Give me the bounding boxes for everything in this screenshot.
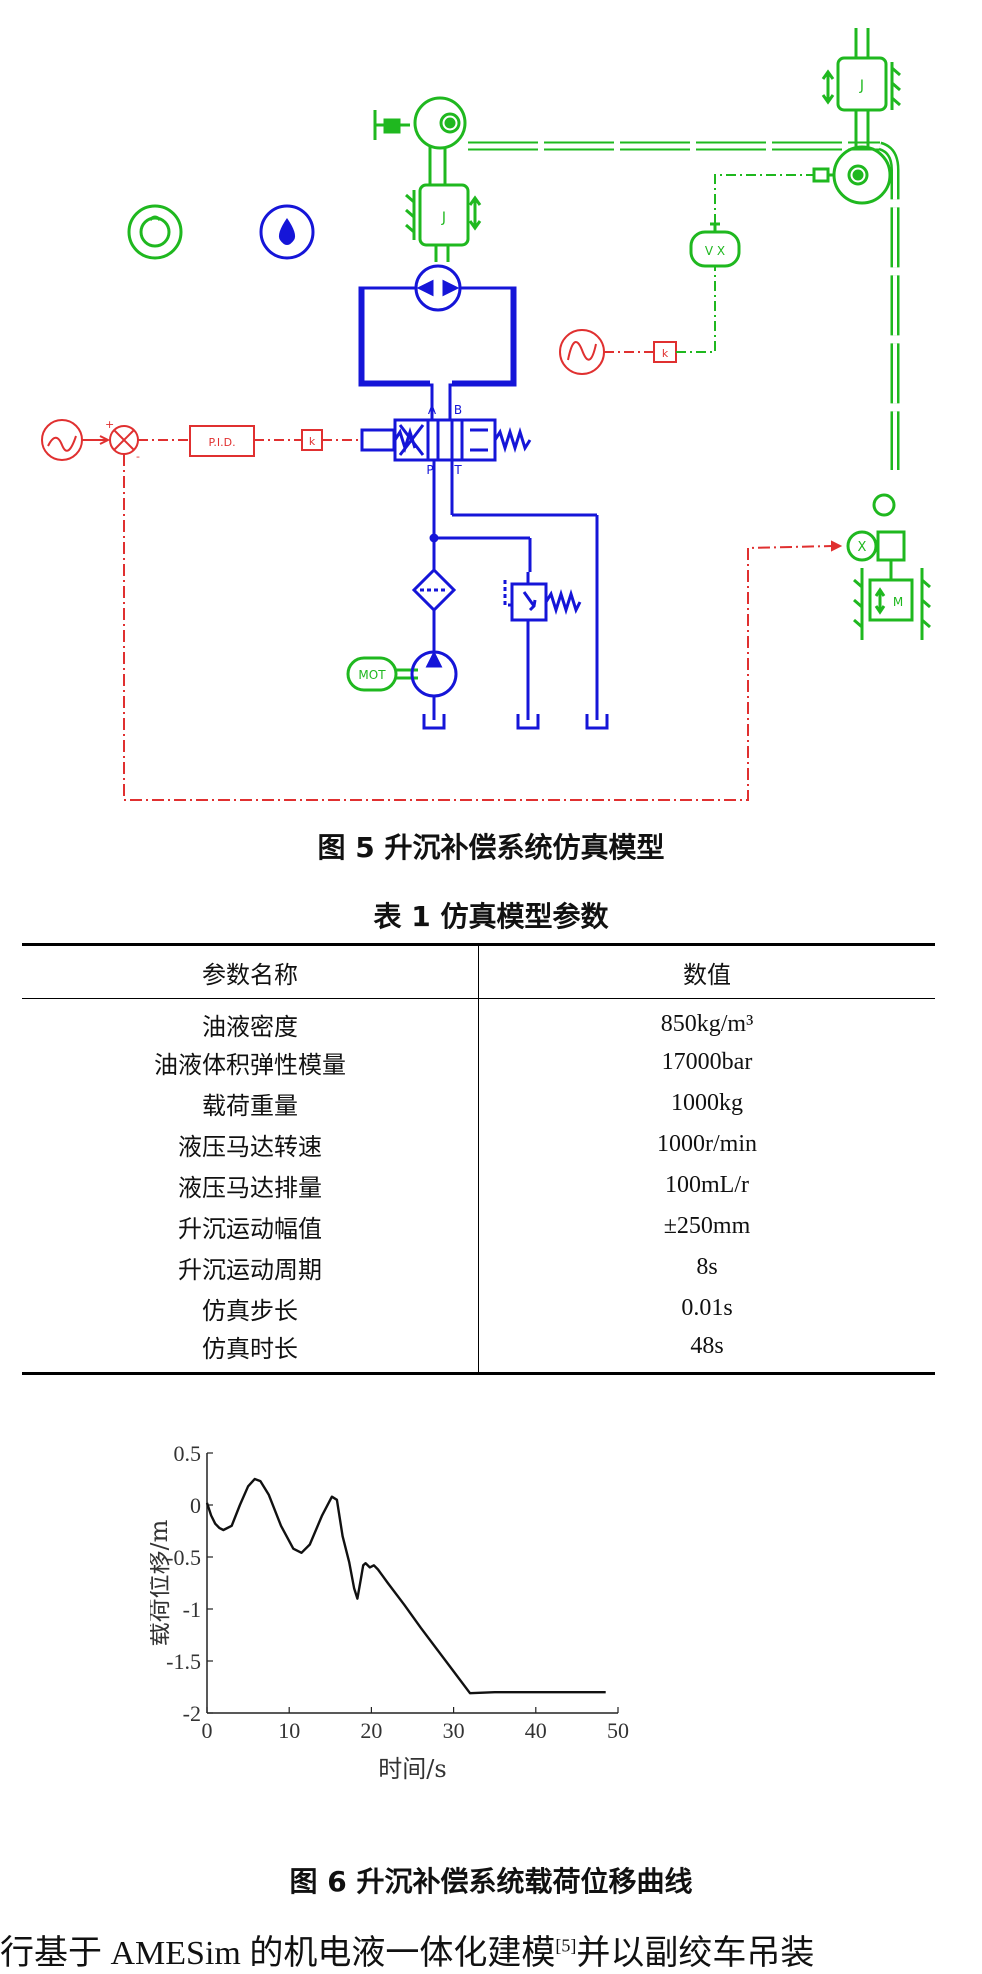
x-tick-label: 20 (360, 1718, 382, 1743)
y-tick-label: -2 (183, 1701, 201, 1726)
svg-text:k: k (309, 435, 316, 448)
param-name: 液压马达转速 (22, 1124, 479, 1165)
svg-text:B: B (454, 403, 462, 417)
figure-6-caption: 图 6 升沉补偿系统载荷位移曲线 (289, 1865, 693, 1898)
svg-text:P: P (426, 463, 433, 477)
prime-mover (346, 656, 398, 692)
hydraulic-fluid-icon (259, 204, 315, 260)
svg-text:A: A (428, 403, 437, 417)
y-tick-label: -0.5 (166, 1545, 201, 1570)
svg-text:T: T (453, 463, 462, 477)
signal-source-left (41, 419, 83, 461)
x-tick-label: 0 (202, 1718, 213, 1743)
svg-text:V X: V X (705, 244, 725, 258)
y-tick-label: -1 (183, 1597, 201, 1622)
parameter-table: 参数名称 数值 油液密度 850kg/m³ 油液体积弹性模量 17000bar 载荷… (22, 943, 935, 1375)
chart-series (205, 1477, 606, 1695)
x-tick-label: 50 (607, 1718, 629, 1743)
table-header-row: 参数名称 数值 (22, 943, 935, 999)
figure-5-caption: 图 5 升沉补偿系统仿真模型 (317, 831, 665, 864)
param-value: 850kg/m³ (660, 1011, 754, 1037)
y-tick-label: 0.5 (174, 1441, 202, 1466)
table-row: 油液体积弹性模量 17000bar (22, 1042, 935, 1083)
hydraulic-circuit: A B P T (358, 264, 609, 730)
svg-text:k: k (662, 347, 669, 360)
citation-ref: [5] (555, 1935, 577, 1956)
param-name: 仿真步长 (22, 1288, 479, 1329)
param-value: 48s (478, 1329, 935, 1375)
header-param-name: 参数名称 (22, 943, 479, 999)
load-mass (868, 578, 914, 622)
y-axis-label: 载荷位移/m (150, 1519, 173, 1646)
param-value: 0.01s (681, 1295, 733, 1321)
svg-text:J: J (441, 210, 446, 226)
svg-text:MOT: MOT (358, 668, 386, 682)
x-tick-label: 30 (443, 1718, 465, 1743)
table-row: 仿真步长 0.01s (22, 1288, 935, 1329)
table-row: 载荷重量 1000kg (22, 1083, 935, 1124)
param-value: ±250mm (663, 1213, 751, 1239)
y-tick-label: -1.5 (166, 1649, 201, 1674)
body-text-line: 行基于 AMESim 的机电液一体化建模[5]并以副绞车吊装 (0, 1925, 814, 1974)
param-name: 液压马达排量 (22, 1165, 479, 1206)
displacement-sensor (846, 530, 878, 562)
svg-text:-: - (136, 450, 140, 463)
x-tick-label: 10 (278, 1718, 300, 1743)
param-value: 1000kg (671, 1090, 743, 1116)
chart-labels: 0 10 20 30 40 50 0.5 0 -0.5 -1 -1.5 -2 时间/s 载荷位移/m (150, 1441, 629, 1783)
inertia-top (418, 183, 470, 247)
body-text-before: 行基于 AMESim 的机电液一体化建模 (0, 1935, 556, 1972)
param-value: 8s (696, 1254, 718, 1280)
table-row: 液压马达排量 100mL/r (22, 1165, 935, 1206)
figure-5-diagram: J J (41, 28, 931, 801)
x-axis-label: 时间/s (378, 1755, 446, 1783)
mechanical-network: J J (127, 28, 931, 692)
param-value: 1000r/min (657, 1131, 757, 1157)
param-name: 升沉运动幅值 (22, 1206, 479, 1247)
svg-text:X: X (858, 540, 867, 555)
body-text-after: 并以副绞车吊装 (576, 1935, 815, 1972)
x-tick-label: 40 (525, 1718, 547, 1743)
table-row: 升沉运动幅值 ±250mm (22, 1206, 935, 1247)
table-row: 液压马达转速 1000r/min (22, 1124, 935, 1165)
table-1-caption: 表 1 仿真模型参数 (373, 900, 609, 933)
param-value: 100mL/r (665, 1172, 749, 1198)
svg-text:J: J (859, 78, 864, 94)
table-row: 油液密度 850kg/m³ (22, 998, 935, 1042)
svg-text:+: + (105, 418, 114, 431)
param-name: 仿真时长 (22, 1329, 479, 1375)
rotary-node-top (413, 96, 467, 150)
param-name: 载荷重量 (22, 1083, 479, 1124)
param-name: 升沉运动周期 (22, 1247, 479, 1288)
y-tick-label: 0 (190, 1493, 201, 1518)
svg-text:M: M (893, 595, 903, 609)
relief-valve (510, 582, 548, 622)
param-name: 油液密度 (22, 998, 479, 1042)
chart-axes (206, 1452, 619, 1714)
figure-6-chart: 0 10 20 30 40 50 0.5 0 -0.5 -1 -1.5 -2 时间/s 载荷位移/m (150, 1441, 629, 1783)
param-value: 17000bar (661, 1049, 753, 1075)
param-name: 油液体积弹性模量 (22, 1042, 479, 1083)
table-row: 升沉运动周期 8s (22, 1247, 935, 1288)
svg-text:P.I.D.: P.I.D. (208, 436, 235, 449)
header-value: 数值 (478, 943, 935, 999)
series-line (205, 1477, 606, 1695)
sim-param-icon (127, 204, 183, 260)
inertia-right (836, 56, 888, 112)
control-signal-network: + - P.I.D. k k (41, 329, 843, 801)
